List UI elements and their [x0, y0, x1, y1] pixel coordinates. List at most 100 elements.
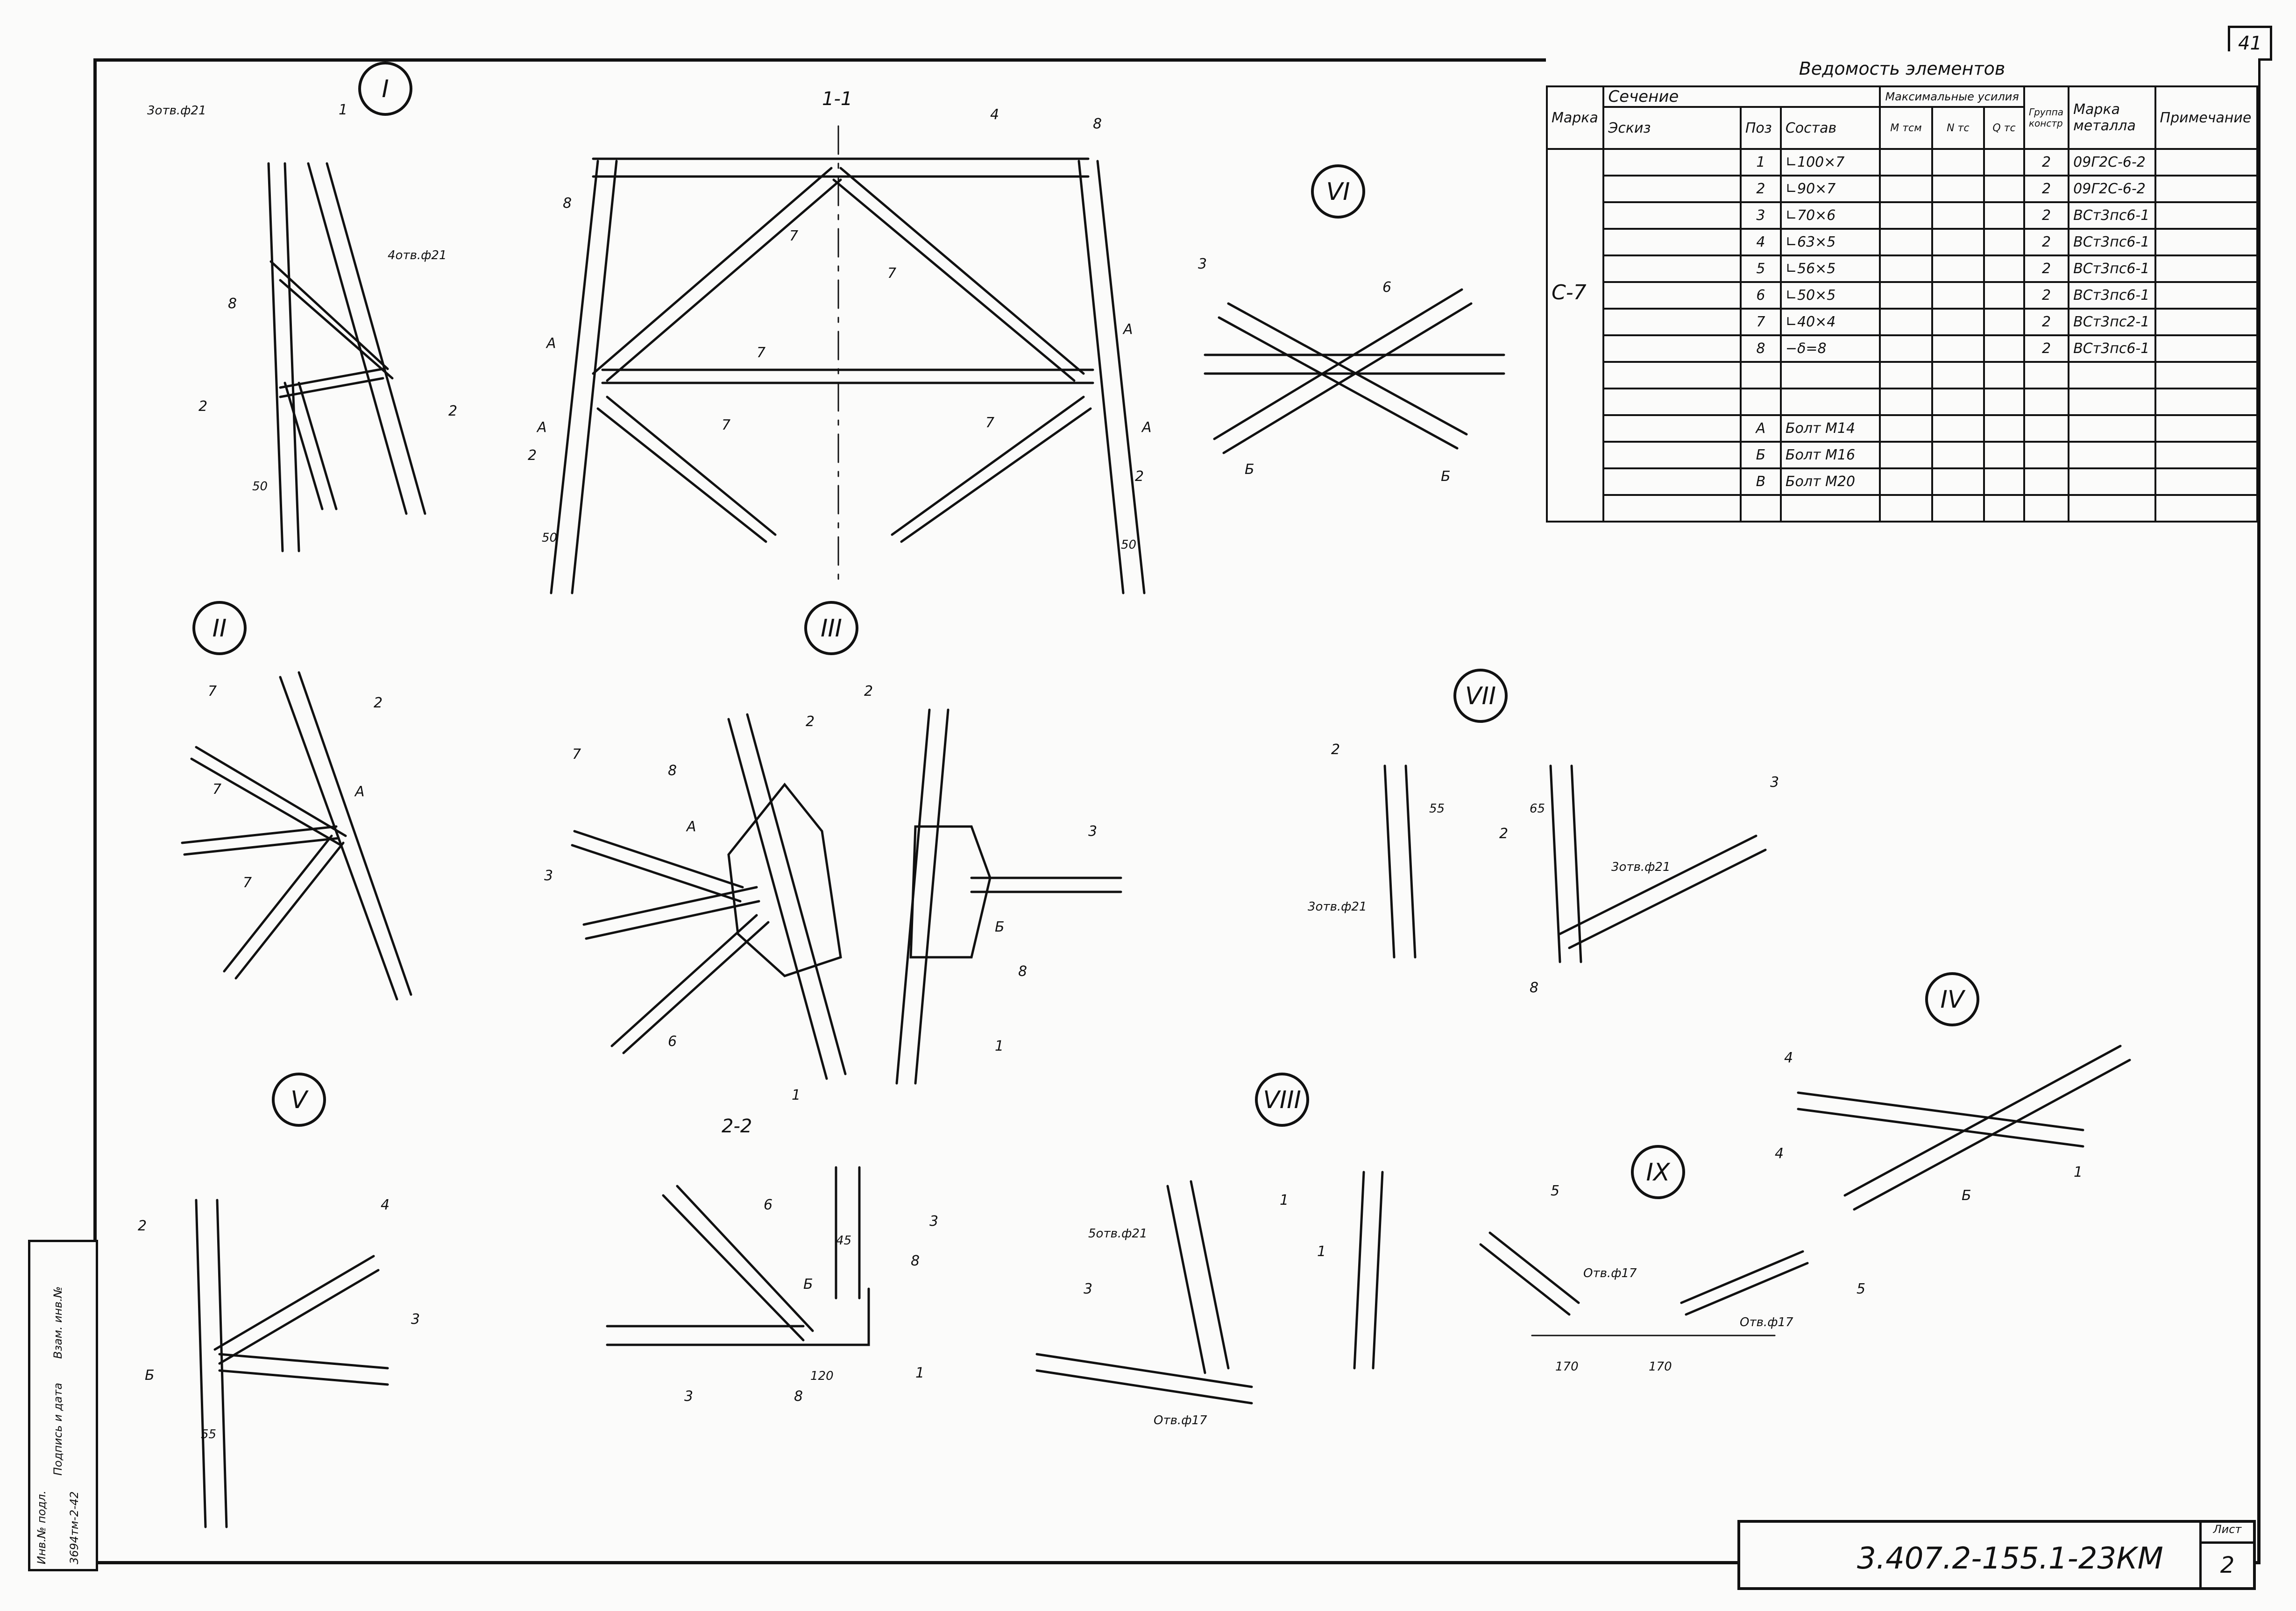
pos-cell: В [1739, 467, 1782, 496]
composition-cell: Болт М14 [1779, 414, 1881, 443]
node-marker-VIII [1255, 1073, 1309, 1127]
pos-2-d: 2 [1135, 468, 1144, 485]
note-holes-3-21-c: 3отв.ф21 [1611, 860, 1671, 874]
node-VIII-detail [1035, 1171, 1384, 1405]
th-max-forces: Максимальные усилия [1879, 85, 2025, 108]
elements-table: Ведомость элементов Марка Сечение Максим… [1545, 51, 2259, 523]
sketch-cell [1602, 254, 1742, 283]
th-q: Q тс [1983, 106, 2025, 150]
m-cell [1879, 201, 1933, 230]
n-cell [1931, 334, 1985, 363]
group-cell: 2 [2023, 175, 2070, 203]
composition-cell [1779, 361, 1881, 389]
pos-6-c: 6 [764, 1197, 772, 1213]
bolt-A-d: А [1141, 419, 1152, 436]
pos-cell: 3 [1739, 201, 1782, 230]
pos-8-h: 8 [794, 1388, 803, 1405]
dim-170-a: 170 [1555, 1360, 1579, 1374]
m-cell [1879, 388, 1933, 416]
m-cell [1879, 148, 1933, 177]
group-cell: 2 [2023, 254, 2070, 283]
sketch-cell [1602, 441, 1742, 469]
pos-1-d: 1 [2074, 1164, 2083, 1180]
m-cell [1879, 308, 1933, 336]
mark-cell: С-7 [1545, 148, 1605, 523]
note-cell [2154, 494, 2259, 523]
dim-55-a: 55 [1429, 802, 1445, 816]
node-V-detail [195, 1199, 389, 1528]
table-row [1547, 388, 2259, 416]
m-cell [1879, 467, 1933, 496]
composition-cell: −δ=8 [1779, 334, 1881, 363]
group-cell [2023, 414, 2070, 443]
pos-4-d: 4 [381, 1197, 390, 1213]
pos-7-b: 7 [887, 265, 896, 282]
pos-3-f: 3 [929, 1213, 938, 1229]
node-I-detail [267, 162, 426, 552]
note-cell [2154, 467, 2259, 496]
th-mark: Марка [1545, 85, 1605, 150]
pos-8-e: 8 [1018, 963, 1027, 980]
pos-8-g: 8 [911, 1253, 920, 1269]
pos-cell: А [1739, 414, 1782, 443]
node-label-I: I [382, 75, 389, 103]
q-cell [1983, 254, 2025, 283]
steel-cell [2068, 388, 2156, 416]
note-cell [2154, 228, 2259, 256]
q-cell [1983, 494, 2025, 523]
bolt-A-b: А [536, 419, 547, 436]
m-cell [1879, 494, 1933, 523]
pos-1-e: 1 [915, 1365, 924, 1381]
steel-cell [2068, 441, 2156, 469]
side-stamp-line-1: Инв.№ подл. [35, 1491, 48, 1564]
th-pos: Поз [1739, 106, 1782, 150]
lower-joint-detail [606, 1166, 870, 1346]
sketch-cell [1602, 361, 1742, 389]
note-hole-17-c: Отв.ф17 [1740, 1315, 1793, 1329]
pos-7-e: 7 [985, 415, 994, 431]
n-cell [1931, 148, 1985, 177]
dim-65: 65 [1530, 802, 1545, 816]
pos-7-g: 7 [213, 781, 221, 798]
n-cell [1931, 308, 1985, 336]
composition-cell [1779, 494, 1881, 523]
bolt-B-c: Б [995, 919, 1005, 935]
table-row [1547, 361, 2259, 389]
note-cell [2154, 388, 2259, 416]
section-2-2-detail [895, 708, 1122, 1085]
sheet-label: Лист [2202, 1523, 2253, 1544]
m-cell [1879, 175, 1933, 203]
side-stamp-line-2: Подпись и дата [51, 1383, 64, 1476]
composition-cell: ∟56×5 [1779, 254, 1881, 283]
m-cell [1879, 414, 1933, 443]
sketch-cell [1602, 148, 1742, 177]
pos-4-b: 4 [1784, 1050, 1793, 1066]
group-cell [2023, 441, 2070, 469]
sheet-number-box: Лист 2 [2199, 1523, 2253, 1588]
sketch-cell [1602, 175, 1742, 203]
q-cell [1983, 308, 2025, 336]
sketch-cell [1602, 308, 1742, 336]
pos-cell: 2 [1739, 175, 1782, 203]
m-cell [1879, 281, 1933, 310]
note-holes-5-21: 5отв.ф21 [1088, 1227, 1148, 1241]
m-cell [1879, 228, 1933, 256]
pos-1-f: 1 [1280, 1192, 1289, 1208]
q-cell [1983, 228, 2025, 256]
pos-2-c: 2 [528, 447, 537, 464]
note-cell [2154, 414, 2259, 443]
pos-2-h: 2 [1331, 742, 1340, 758]
pos-cell: 6 [1739, 281, 1782, 310]
steel-cell: 09Г2С-6-2 [2068, 175, 2156, 203]
side-stamp-line-3: Взам. инв.№ [51, 1286, 64, 1359]
node-marker-VI [1311, 164, 1365, 219]
pos-7-c: 7 [757, 345, 765, 361]
pos-3-d: 3 [1770, 774, 1779, 791]
pos-8-b: 8 [1093, 116, 1102, 132]
node-II-detail [181, 671, 412, 1001]
composition-cell: ∟70×6 [1779, 201, 1881, 230]
